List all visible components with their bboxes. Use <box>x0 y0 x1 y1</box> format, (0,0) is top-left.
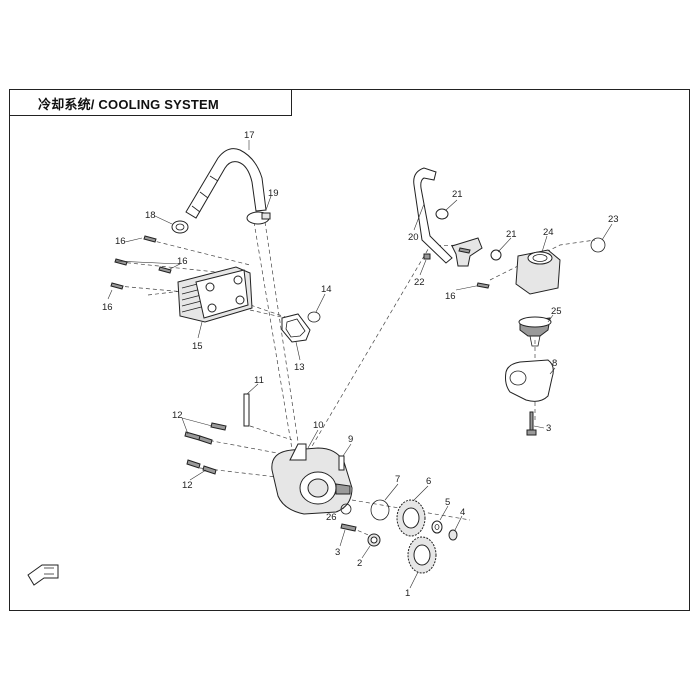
water-pump-body-10[interactable] <box>271 443 353 515</box>
clip-22[interactable] <box>423 253 431 260</box>
callout-23: 23 <box>608 214 619 225</box>
callout-3: 3 <box>335 547 340 558</box>
o-ring-14[interactable] <box>307 311 321 323</box>
washer-5[interactable] <box>431 520 443 534</box>
callout-17: 17 <box>244 130 255 141</box>
callout-11: 11 <box>254 375 264 386</box>
callout-9: 9 <box>348 434 353 445</box>
callout-26: 26 <box>326 512 337 523</box>
callout-24: 24 <box>543 227 554 238</box>
callout-3: 3 <box>546 423 551 434</box>
leader-lines <box>107 140 613 589</box>
callout-labels: 17 18 19 16 16 16 15 14 13 21 20 21 24 2… <box>102 130 619 599</box>
thermostat-25[interactable] <box>518 316 552 347</box>
seal-2[interactable] <box>367 533 381 547</box>
callout-21: 21 <box>452 189 463 200</box>
clamp-21a[interactable] <box>435 208 449 220</box>
callout-16: 16 <box>115 236 126 247</box>
callout-16: 16 <box>445 291 456 302</box>
pin-11[interactable] <box>243 393 250 427</box>
callout-15: 15 <box>192 341 203 352</box>
callout-5: 5 <box>445 497 450 508</box>
bolt-3-lower[interactable] <box>340 523 357 532</box>
bolts-16[interactable] <box>110 235 172 290</box>
callout-14: 14 <box>321 284 332 295</box>
diagram-frame <box>9 89 690 611</box>
bolt-3-upper[interactable] <box>526 411 537 436</box>
callout-8: 8 <box>552 358 557 369</box>
nut-4[interactable] <box>448 529 458 541</box>
o-ring-7[interactable] <box>370 499 390 521</box>
callout-13: 13 <box>294 362 305 373</box>
callout-22: 22 <box>414 277 425 288</box>
callout-18: 18 <box>145 210 156 221</box>
oil-cooler-15[interactable] <box>177 266 253 323</box>
clamp-18[interactable] <box>171 220 189 234</box>
clamp-21b[interactable] <box>490 249 502 261</box>
bolts-16-upper[interactable] <box>458 247 490 289</box>
callout-19: 19 <box>268 188 279 199</box>
thermostat-housing-24[interactable] <box>515 249 561 295</box>
hose-17[interactable] <box>185 148 267 219</box>
gear-6[interactable] <box>396 499 426 537</box>
title-box <box>9 89 292 116</box>
callout-16: 16 <box>102 302 113 313</box>
callout-20: 20 <box>408 232 419 243</box>
callout-16: 16 <box>177 256 188 267</box>
direction-arrow-icon <box>27 564 59 586</box>
diagram-title: 冷却系统/ COOLING SYSTEM <box>38 97 219 112</box>
dowel-pin-9[interactable] <box>338 455 345 471</box>
callout-7: 7 <box>395 474 400 485</box>
gasket-13[interactable] <box>281 313 311 343</box>
callout-2: 2 <box>357 558 362 569</box>
callout-12: 12 <box>182 480 193 491</box>
callout-10: 10 <box>313 420 324 431</box>
callout-6: 6 <box>426 476 431 487</box>
clamp-19[interactable] <box>246 211 271 225</box>
callout-4: 4 <box>460 507 465 518</box>
thermostat-cover-8[interactable] <box>505 359 554 402</box>
callout-12: 12 <box>172 410 183 421</box>
o-ring-26[interactable] <box>340 503 352 515</box>
o-ring-23[interactable] <box>590 237 606 253</box>
gear-1[interactable] <box>407 536 437 574</box>
callout-1: 1 <box>405 588 410 599</box>
callout-21: 21 <box>506 229 517 240</box>
bolts-12[interactable] <box>184 422 227 475</box>
callout-25: 25 <box>551 306 562 317</box>
